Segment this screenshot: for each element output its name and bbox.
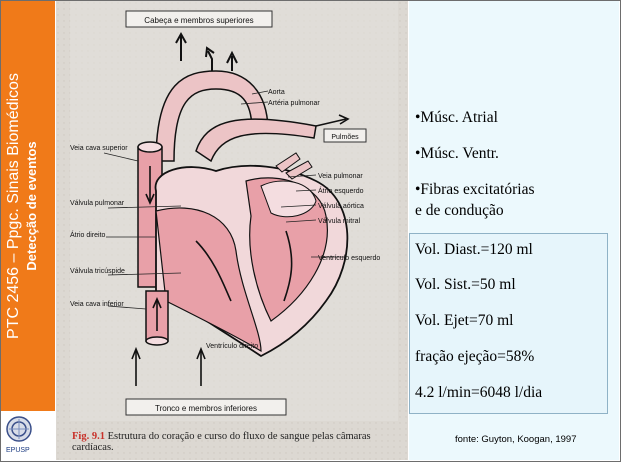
cardiac-output: 4.2 l/min=6048 l/dia [415, 383, 542, 403]
sidebar: PTC 2456 – Ppgc. Sinais Biomédicos Detec… [1, 1, 55, 411]
bullet-atrial: •Músc. Atrial [415, 108, 498, 128]
label-aorta: Aorta [268, 89, 285, 96]
label-arteria-pulmonar: Artéria pulmonar [268, 100, 320, 107]
label-veia-cava-superior: Veia cava superior [70, 145, 128, 152]
label-ventriculo-direito: Ventrículo direito [206, 343, 258, 350]
label-valvula-tricuspide: Válvula tricúspide [70, 268, 125, 275]
label-atrio-direito: Átrio direito [70, 230, 106, 239]
vol-ejection: Vol. Ejet=70 ml [415, 311, 513, 331]
figure-caption: Fig. 9.1 Estrutura do coração e curso do… [72, 431, 407, 453]
vol-systolic: Vol. Sist.=50 ml [415, 275, 516, 295]
label-valvula-pulmonar: Válvula pulmonar [70, 200, 125, 207]
label-atrio-esquerdo: Átrio esquerdo [318, 186, 364, 195]
label-pulmoes: Pulmões [331, 134, 359, 141]
bullet-fibras: •Fibras excitatórias [415, 180, 535, 200]
heart-figure: Cabeça e membros superiores [56, 1, 408, 460]
epusp-logo-icon [6, 416, 32, 442]
bullet-ventricular: •Músc. Ventr. [415, 144, 499, 164]
label-ventriculo-esquerdo: Ventrículo esquerdo [318, 255, 380, 262]
caption-text: Estrutura do coração e curso do fluxo de… [72, 431, 371, 453]
label-top: Cabeça e membros superiores [144, 16, 253, 25]
label-veia-cava-inferior: Veia cava inferior [70, 301, 124, 308]
bullet-conducao: e de condução [415, 201, 504, 221]
course-title: PTC 2456 – Ppgc. Sinais Biomédicos [4, 6, 24, 406]
label-veia-pulmonar: Veia pulmonar [318, 173, 363, 180]
source-note: fonte: Guyton, Koogan, 1997 [455, 434, 576, 445]
ejection-fraction: fração ejeção=58% [415, 347, 534, 367]
label-valvula-aortica: Válvula aórtica [318, 203, 364, 210]
heart-diagram: Cabeça e membros superiores [56, 1, 408, 460]
vol-diastolic: Vol. Diast.=120 ml [415, 240, 533, 260]
logo-label: EPUSP [6, 447, 30, 454]
label-valvula-mitral: Válvula mitral [318, 218, 360, 225]
topic-subtitle: Detecção de eventos [24, 6, 40, 406]
label-bottom: Tronco e membros inferiores [155, 404, 257, 413]
caption-number: Fig. 9.1 [72, 431, 105, 442]
sidebar-title-block: PTC 2456 – Ppgc. Sinais Biomédicos Detec… [4, 6, 52, 406]
